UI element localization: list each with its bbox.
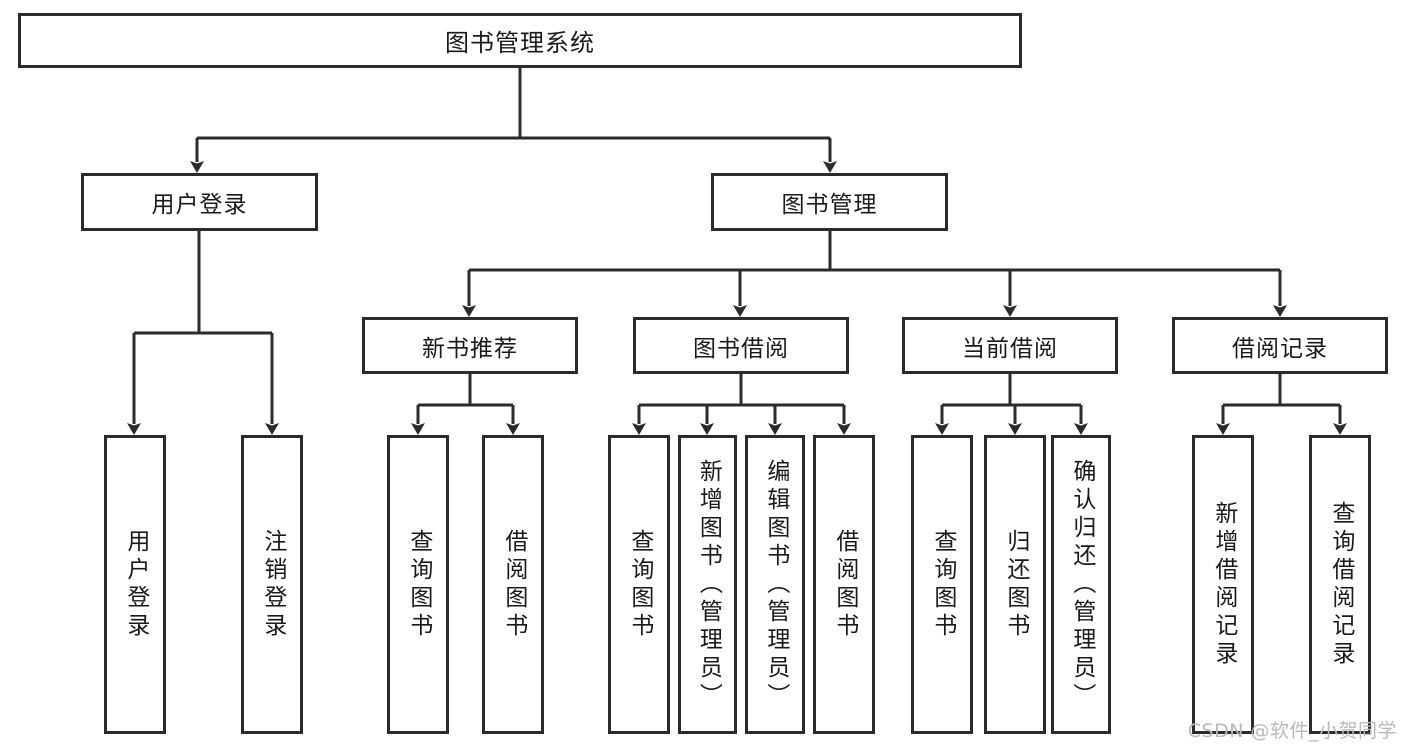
node-label: 查询图书 xyxy=(626,528,653,641)
node-label: 用户登录 xyxy=(151,192,248,218)
node-leaf-borrow-book-1[interactable]: 借阅图书 xyxy=(482,435,544,734)
node-leaf-edit-book[interactable]: 编辑图书（管理员） xyxy=(745,435,805,734)
node-label: 图书管理系统 xyxy=(445,29,595,57)
node-label: 图书借阅 xyxy=(693,335,789,362)
node-label: 借阅图书 xyxy=(500,528,527,641)
node-label: 确认归还（管理员） xyxy=(1068,458,1095,711)
node-current-borrow[interactable]: 当前借阅 xyxy=(902,317,1118,374)
node-label: 编辑图书（管理员） xyxy=(762,458,789,711)
node-book-manage[interactable]: 图书管理 xyxy=(711,173,948,231)
node-root-system[interactable]: 图书管理系统 xyxy=(18,13,1022,68)
node-label: 用户登录 xyxy=(122,528,149,641)
node-label: 借阅图书 xyxy=(831,528,858,641)
node-label: 新增图书（管理员） xyxy=(695,458,722,711)
node-label: 新增借阅记录 xyxy=(1210,500,1237,669)
node-label: 当前借阅 xyxy=(962,335,1058,362)
node-label: 查询图书 xyxy=(405,528,432,641)
node-label: 新书推荐 xyxy=(422,335,518,362)
node-label: 查询借阅记录 xyxy=(1327,500,1354,669)
node-leaf-user-login[interactable]: 用户登录 xyxy=(104,435,166,734)
node-leaf-borrow-book-2[interactable]: 借阅图书 xyxy=(813,435,875,734)
node-label: 借阅记录 xyxy=(1232,335,1328,362)
node-label: 注销登录 xyxy=(259,528,286,641)
node-leaf-confirm-return[interactable]: 确认归还（管理员） xyxy=(1051,435,1111,734)
node-leaf-query-book-3[interactable]: 查询图书 xyxy=(911,435,973,734)
node-new-book-recommend[interactable]: 新书推荐 xyxy=(362,317,578,374)
node-label: 查询图书 xyxy=(929,528,956,641)
node-leaf-add-book[interactable]: 新增图书（管理员） xyxy=(678,435,737,734)
node-leaf-query-book-1[interactable]: 查询图书 xyxy=(387,435,449,734)
node-label: 图书管理 xyxy=(781,192,878,218)
node-user-login[interactable]: 用户登录 xyxy=(81,173,318,231)
csdn-watermark: CSDN @软件_小贺同学 xyxy=(1187,720,1397,742)
node-leaf-return-book[interactable]: 归还图书 xyxy=(984,435,1046,734)
node-leaf-add-record[interactable]: 新增借阅记录 xyxy=(1192,435,1254,734)
node-leaf-query-record[interactable]: 查询借阅记录 xyxy=(1309,435,1371,734)
node-leaf-logout[interactable]: 注销登录 xyxy=(241,435,303,734)
node-leaf-query-book-2[interactable]: 查询图书 xyxy=(608,435,670,734)
node-book-borrow[interactable]: 图书借阅 xyxy=(633,317,849,374)
node-borrow-record[interactable]: 借阅记录 xyxy=(1172,317,1388,374)
node-label: 归还图书 xyxy=(1002,528,1029,641)
